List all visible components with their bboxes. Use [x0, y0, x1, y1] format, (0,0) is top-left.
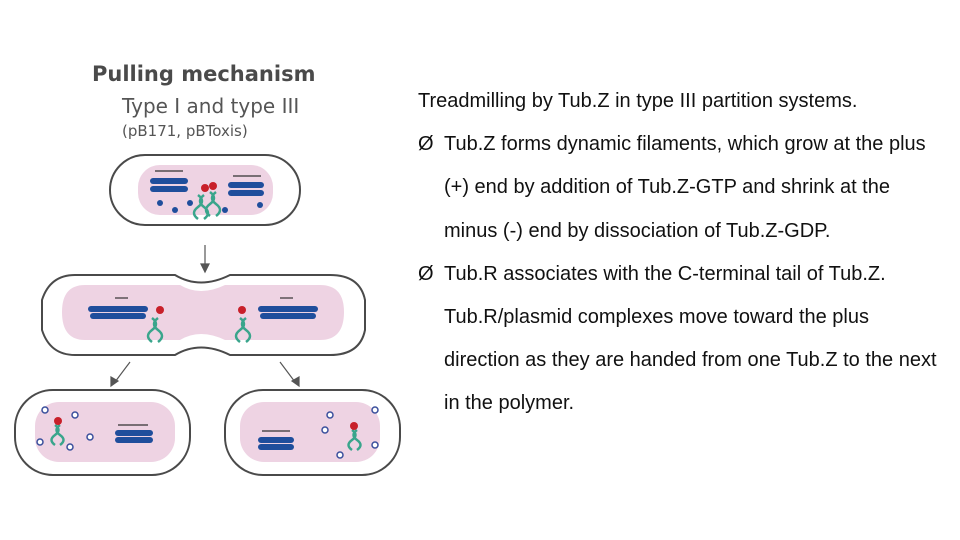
tubz-gdp-monomers — [36, 406, 379, 459]
cell-bottom-right — [224, 389, 401, 476]
bullet-arrow-icon: Ø — [418, 133, 434, 156]
bullet-text: Tub.Z forms dynamic filaments, which gro… — [444, 133, 926, 242]
tubr-complexes — [54, 182, 358, 430]
transition-arrows — [110, 245, 300, 388]
cell-middle — [41, 274, 366, 356]
slide-body-text: Treadmilling by Tub.Z in type III partit… — [418, 80, 938, 426]
figure-title: Pulling mechanism — [92, 62, 316, 86]
direction-arrows — [115, 170, 293, 432]
bullet-arrow-icon: Ø — [418, 262, 434, 285]
figure-plasmid-names: (pB171, pBToxis) — [122, 122, 248, 140]
pulling-mechanism-figure: Pulling mechanism Type I and type III (p… — [0, 50, 410, 540]
filaments — [88, 178, 318, 450]
intro-paragraph: Treadmilling by Tub.Z in type III partit… — [418, 90, 858, 112]
partition-diagram — [14, 154, 401, 476]
figure-subtitle: Type I and type III — [122, 94, 300, 118]
bullet-text: Tub.R associates with the C-terminal tai… — [444, 262, 937, 415]
bullet-item: Ø Tub.R associates with the C-terminal t… — [418, 253, 938, 426]
bullet-item: Ø Tub.Z forms dynamic filaments, which g… — [418, 123, 938, 253]
plasmids — [50, 191, 362, 452]
tubz-monomers — [157, 200, 263, 213]
cell-bottom-left — [14, 389, 191, 476]
